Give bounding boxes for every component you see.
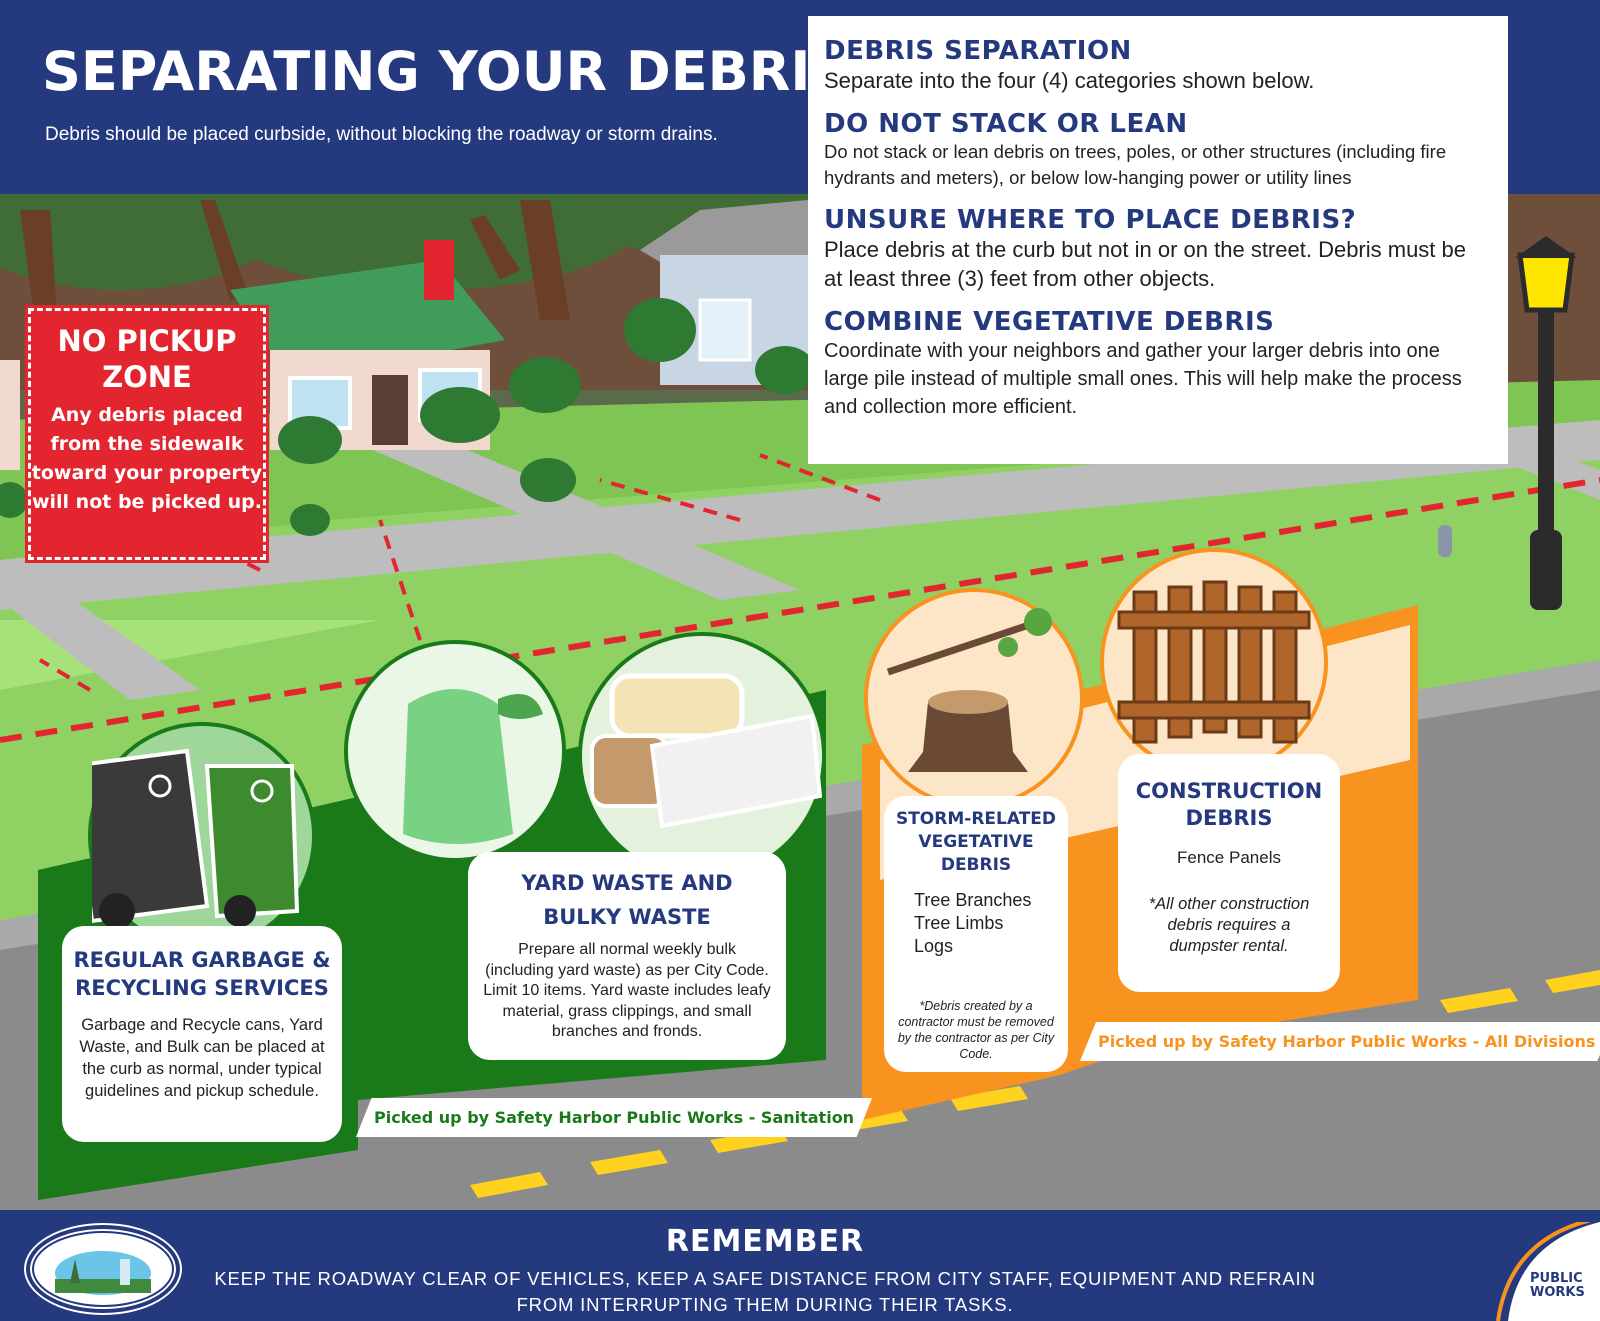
card-text: Prepare all normal weekly bulk (includin… xyxy=(483,941,771,1040)
footer-band xyxy=(0,1210,1600,1321)
info-heading: UNSURE WHERE TO PLACE DEBRIS? xyxy=(824,205,1357,235)
fence-circle xyxy=(1100,548,1328,776)
info-heading: COMBINE VEGETATIVE DEBRIS xyxy=(824,307,1275,337)
tree-stump-icon xyxy=(886,608,1052,772)
bulky-waste-circle xyxy=(578,632,826,880)
card-heading: YARD WASTE AND BULKY WASTE xyxy=(521,871,733,929)
storm-note: *Debris created by a contractor must be … xyxy=(897,999,1055,1061)
construction-note: *All other construction debris requires … xyxy=(1148,895,1310,955)
construction-debris-card: CONSTRUCTION DEBRIS Fence Panels *All ot… xyxy=(1118,754,1340,992)
sanitation-pickup-tag: Picked up by Safety Harbor Public Works … xyxy=(356,1098,873,1137)
all-divisions-pickup-tag: Picked up by Safety Harbor Public Works … xyxy=(1080,1022,1600,1061)
storm-item: Tree Limbs xyxy=(914,913,1004,933)
tag-text: Picked up by Safety Harbor Public Works … xyxy=(374,1108,855,1127)
bulky-waste-icon xyxy=(590,673,823,829)
info-block-combine: COMBINE VEGETATIVE DEBRIS Coordinate wit… xyxy=(824,307,1488,421)
info-card: DEBRIS SEPARATION Separate into the four… xyxy=(808,16,1508,464)
info-text: Coordinate with your neighbors and gathe… xyxy=(824,340,1462,418)
storm-debris-card: STORM-RELATED VEGETATIVE DEBRIS Tree Bra… xyxy=(884,796,1068,1072)
yard-waste-bag-icon xyxy=(403,689,543,844)
info-text: Separate into the four (4) categories sh… xyxy=(824,68,1315,93)
info-block-no-stack: DO NOT STACK OR LEAN Do not stack or lea… xyxy=(824,109,1488,191)
info-text: Do not stack or lean debris on trees, po… xyxy=(824,141,1447,188)
remember-text: KEEP THE ROADWAY CLEAR OF VEHICLES, KEEP… xyxy=(214,1268,1316,1315)
page-subtitle: Debris should be placed curbside, withou… xyxy=(45,124,718,145)
bush-icon xyxy=(0,298,815,536)
tag-text: Picked up by Safety Harbor Public Works … xyxy=(1098,1032,1596,1051)
public-works-logo: PUBLIC WORKS xyxy=(1488,1216,1600,1321)
logo-line-works: WORKS xyxy=(1530,1285,1585,1300)
logo-line-public: PUBLIC xyxy=(1530,1271,1583,1286)
fence-panel-icon xyxy=(1117,580,1311,744)
no-pickup-zone-callout: NO PICKUP ZONE Any debris placed from th… xyxy=(25,305,269,563)
street-lamp-icon xyxy=(1515,236,1577,610)
remember-heading: REMEMBER xyxy=(665,1224,865,1259)
yard-bulky-card: YARD WASTE AND BULKY WASTE Prepare all n… xyxy=(468,852,786,1060)
storm-item: Tree Branches xyxy=(914,890,1032,910)
storm-item: Logs xyxy=(914,936,954,956)
garbage-cans-icon xyxy=(69,748,300,929)
no-pickup-heading: NO PICKUP ZONE xyxy=(57,324,237,394)
card-heading: STORM-RELATED VEGETATIVE DEBRIS xyxy=(895,809,1057,875)
info-text: Place debris at the curb but not in or o… xyxy=(824,237,1467,291)
card-text: Garbage and Recycle cans, Yard Waste, an… xyxy=(79,1016,325,1100)
info-block-placement: UNSURE WHERE TO PLACE DEBRIS? Place debr… xyxy=(824,205,1488,293)
city-seal-icon xyxy=(24,1223,182,1315)
yard-waste-circle xyxy=(344,640,566,862)
card-heading: CONSTRUCTION DEBRIS xyxy=(1135,779,1323,830)
page-title: SEPARATING YOUR DEBRIS xyxy=(42,40,850,103)
house-icon xyxy=(230,240,505,450)
info-heading: DEBRIS SEPARATION xyxy=(824,36,1132,66)
construction-item: Fence Panels xyxy=(1177,848,1281,867)
storm-debris-circle xyxy=(864,588,1084,808)
info-block-separation: DEBRIS SEPARATION Separate into the four… xyxy=(824,36,1488,95)
no-pickup-text: Any debris placed from the sidewalk towa… xyxy=(31,404,263,513)
garbage-cans-circle xyxy=(69,722,316,950)
card-heading: REGULAR GARBAGE & RECYCLING SERVICES xyxy=(73,948,331,1000)
garbage-recycling-card: REGULAR GARBAGE & RECYCLING SERVICES Gar… xyxy=(62,926,342,1142)
info-heading: DO NOT STACK OR LEAN xyxy=(824,109,1188,139)
